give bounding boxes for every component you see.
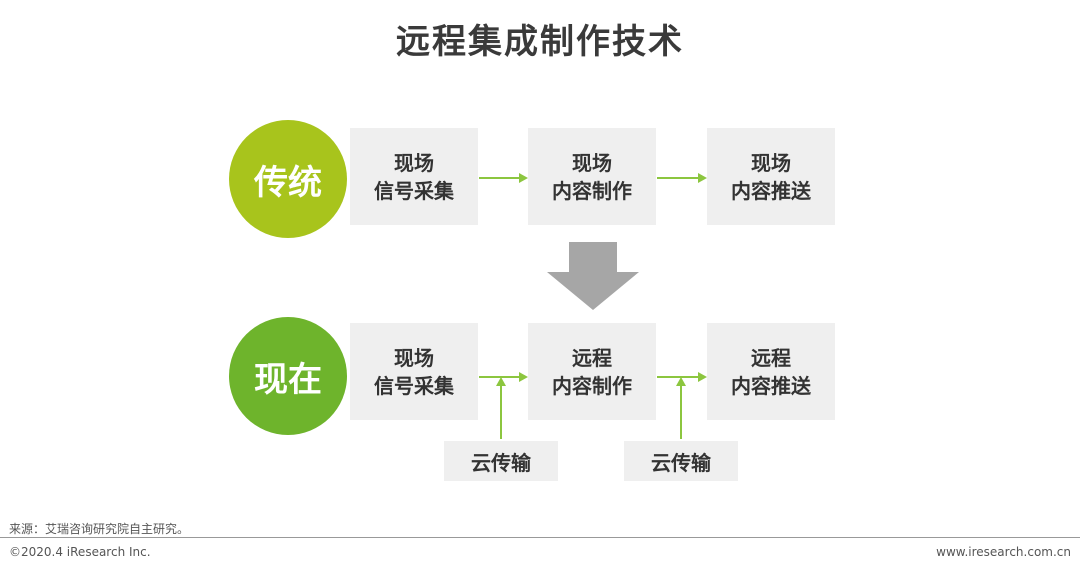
current-step-1-line2: 信号采集 (374, 373, 454, 398)
arrowhead-cloud-1-up (496, 377, 506, 386)
current-step-2-box: 远程 内容制作 (528, 323, 656, 420)
current-step-3-line2: 内容推送 (731, 373, 811, 398)
current-step-3-box: 远程 内容推送 (707, 323, 835, 420)
current-step-1-line1: 现场 (394, 345, 434, 370)
current-label: 现在 (254, 359, 322, 400)
cloud-transfer-label-2: 云传输 (651, 450, 711, 475)
current-step-2-line1: 远程 (572, 345, 612, 370)
arrowhead-cur-1-2 (519, 372, 528, 382)
traditional-step-1-box: 现场 信号采集 (350, 128, 478, 225)
traditional-label: 传统 (254, 162, 322, 203)
current-circle: 现在 (229, 317, 347, 435)
traditional-circle: 传统 (229, 120, 347, 238)
arrowhead-cur-2-3 (698, 372, 707, 382)
traditional-step-1-line2: 信号采集 (374, 178, 454, 203)
traditional-step-3-line2: 内容推送 (731, 178, 811, 203)
traditional-step-3-line1: 现场 (751, 150, 791, 175)
down-arrow-icon (547, 242, 639, 310)
arrowhead-cloud-2-up (676, 377, 686, 386)
current-step-2-line2: 内容制作 (552, 373, 632, 398)
traditional-step-3-box: 现场 内容推送 (707, 128, 835, 225)
cloud-transfer-box-2: 云传输 (624, 441, 738, 481)
diagram-title: 远程集成制作技术 (396, 22, 684, 62)
current-step-3-line1: 远程 (751, 345, 791, 370)
source-note: 来源：艾瑞咨询研究院自主研究。 (9, 522, 190, 536)
cloud-transfer-label-1: 云传输 (471, 450, 531, 475)
website-text: www.iresearch.com.cn (936, 545, 1071, 559)
cloud-transfer-box-1: 云传输 (444, 441, 558, 481)
footer-divider (0, 537, 1080, 538)
arrowhead-trad-1-2 (519, 173, 528, 183)
arrowhead-trad-2-3 (698, 173, 707, 183)
traditional-step-1-line1: 现场 (394, 150, 434, 175)
traditional-step-2-line1: 现场 (572, 150, 612, 175)
traditional-step-2-line2: 内容制作 (552, 178, 632, 203)
current-step-1-box: 现场 信号采集 (350, 323, 478, 420)
traditional-step-2-box: 现场 内容制作 (528, 128, 656, 225)
copyright-text: ©2020.4 iResearch Inc. (9, 545, 151, 559)
